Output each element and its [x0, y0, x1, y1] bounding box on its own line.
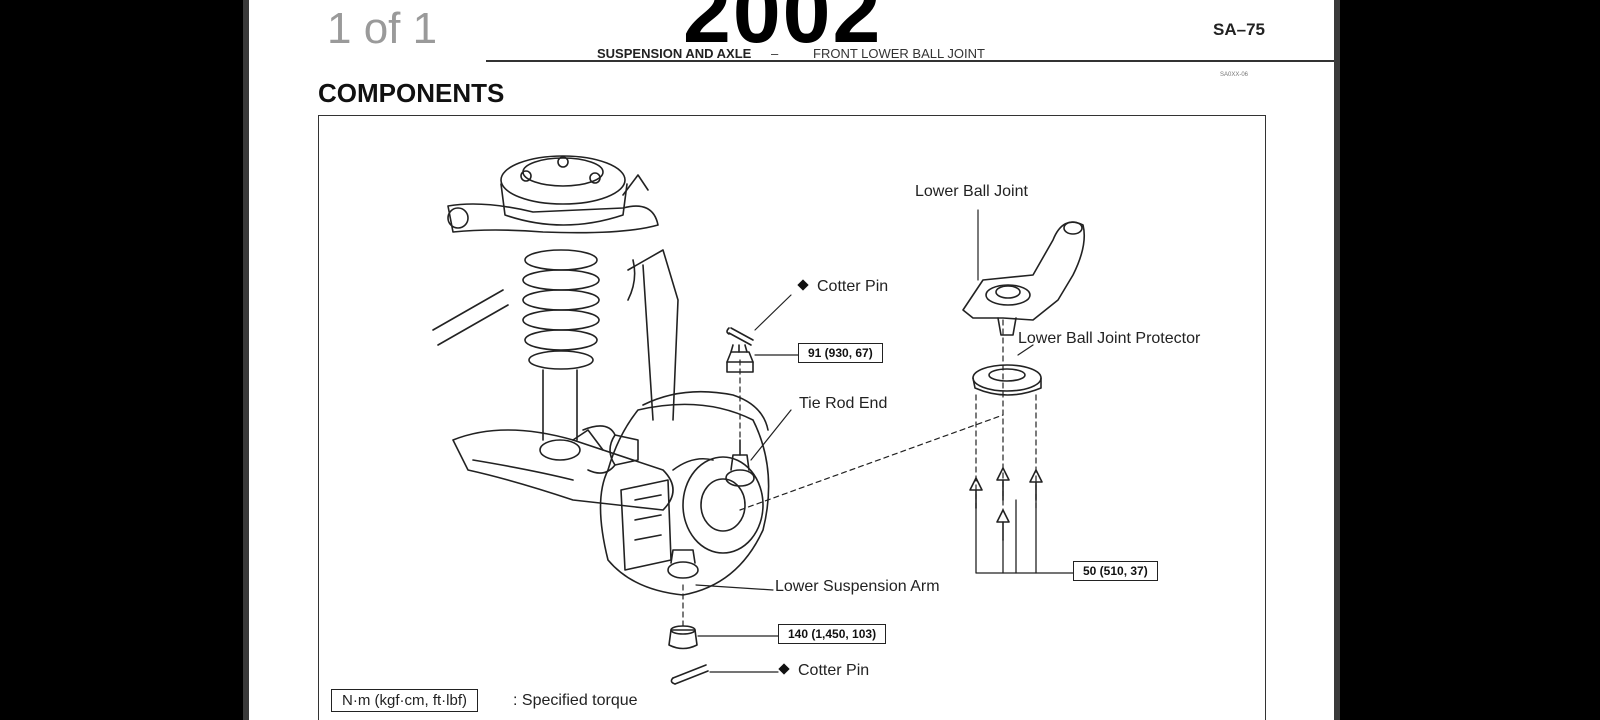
castle-nut-bottom-illustration	[668, 625, 698, 650]
callout-tie-rod-end: Tie Rod End	[799, 395, 888, 412]
cotter-pin-top-illustration	[726, 327, 754, 346]
bolts-illustration	[969, 467, 1043, 541]
header-rule	[486, 60, 1340, 62]
page-edge-right	[1334, 0, 1340, 720]
tie-rod-end-stud-illustration	[725, 439, 755, 487]
bolt-leaders	[975, 499, 1074, 574]
drive-shaft-boot-illustration	[582, 425, 639, 474]
callout-lower-ball-joint: Lower Ball Joint	[915, 183, 1028, 200]
callout-cotter-pin-bottom-label: Cotter Pin	[798, 662, 870, 679]
torque-ball-joint-bolts: 50 (510, 37)	[1073, 561, 1158, 581]
torque-arm-nut: 140 (1,450, 103)	[778, 624, 887, 644]
steering-knuckle-illustration	[599, 390, 770, 596]
header-separator: –	[771, 46, 779, 61]
cotter-pin-bottom-illustration	[670, 664, 709, 685]
new-part-diamond-icon	[778, 663, 790, 675]
page-code: SA–75	[1213, 20, 1265, 39]
page-heading: COMPONENTS	[318, 78, 505, 108]
page-counter: 1 of 1	[327, 4, 438, 53]
suspension-diagram	[432, 155, 1086, 685]
arm-stud-illustration	[667, 549, 699, 579]
strut-mount-illustration	[500, 155, 628, 226]
callout-cotter-pin-top: Cotter Pin	[797, 278, 889, 296]
lower-control-arm-illustration	[452, 429, 674, 511]
subsection-title: FRONT LOWER BALL JOINT	[813, 46, 985, 61]
torque-tie-rod-nut: 91 (930, 67)	[798, 343, 883, 363]
manual-page: 1 of 1 2002 SUSPENSION AND AXLE – FRONT …	[243, 0, 1340, 720]
coil-spring-illustration	[522, 249, 600, 461]
callout-cotter-pin-bottom: Cotter Pin	[778, 662, 870, 680]
center-lines	[682, 319, 1037, 631]
castle-nut-top-illustration	[726, 344, 754, 373]
diagram-frame	[318, 115, 1266, 720]
ball-joint-protector-illustration	[972, 364, 1042, 396]
callout-lower-suspension-arm: Lower Suspension Arm	[775, 578, 940, 595]
body-frame-illustration	[432, 249, 679, 421]
lower-ball-joint-illustration	[962, 221, 1086, 336]
figure-code: SA0XX-06	[1220, 72, 1249, 78]
callout-ball-joint-protector: Lower Ball Joint Protector	[1018, 330, 1201, 347]
page-edge-left	[243, 0, 249, 720]
new-part-diamond-icon	[797, 279, 809, 291]
legend-description: : Specified torque	[513, 692, 638, 709]
legend-unit: N·m (kgf·cm, ft·lbf)	[331, 689, 478, 712]
upper-arm-illustration	[447, 174, 659, 234]
callout-cotter-pin-top-label: Cotter Pin	[817, 278, 889, 295]
section-title: SUSPENSION AND AXLE	[597, 46, 752, 61]
year-banner: 2002	[683, 0, 883, 61]
callout-leaders	[695, 209, 1034, 673]
